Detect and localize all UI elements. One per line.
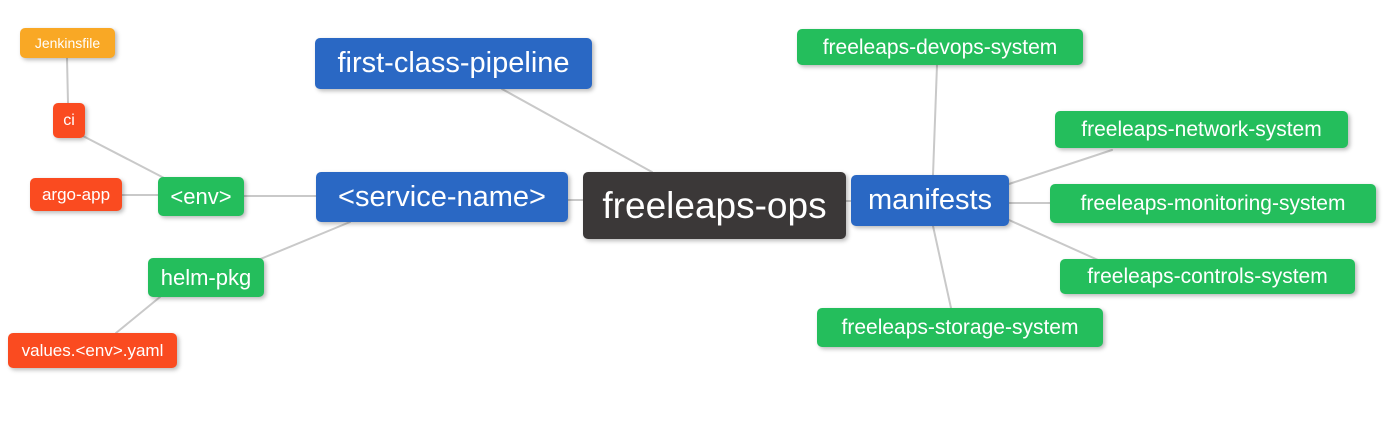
edge-service-helm-pkg [257, 221, 351, 261]
node-env[interactable]: <env> [158, 177, 244, 216]
node-freeleaps-controls-system[interactable]: freeleaps-controls-system [1060, 259, 1355, 294]
edge-ci-jenkinsfile [66, 57, 69, 104]
node-freeleaps-storage-system[interactable]: freeleaps-storage-system [817, 308, 1103, 347]
node-first-class-pipeline[interactable]: first-class-pipeline [315, 38, 592, 89]
node-jenkinsfile[interactable]: Jenkinsfile [20, 28, 115, 58]
node-freeleaps-ops-root[interactable]: freeleaps-ops [583, 172, 846, 239]
node-ci[interactable]: ci [53, 103, 85, 138]
edge-env-ci [82, 135, 167, 180]
edge-helm-values [115, 296, 161, 334]
node-helm-pkg[interactable]: helm-pkg [148, 258, 264, 297]
node-freeleaps-devops-system[interactable]: freeleaps-devops-system [797, 29, 1083, 65]
node-freeleaps-network-system[interactable]: freeleaps-network-system [1055, 111, 1348, 148]
node-values-env-yaml[interactable]: values.<env>.yaml [8, 333, 177, 368]
node-service-name[interactable]: <service-name> [316, 172, 568, 222]
edge-manifests-controls [1008, 219, 1099, 261]
edge-manifests-network [1008, 149, 1113, 185]
edge-manifests-devops [932, 64, 938, 176]
node-freeleaps-monitoring-system[interactable]: freeleaps-monitoring-system [1050, 184, 1376, 223]
edge-manifests-storage [932, 225, 952, 309]
node-argo-app[interactable]: argo-app [30, 178, 122, 211]
node-manifests[interactable]: manifests [851, 175, 1009, 226]
edge-ops-pipeline [501, 88, 653, 173]
